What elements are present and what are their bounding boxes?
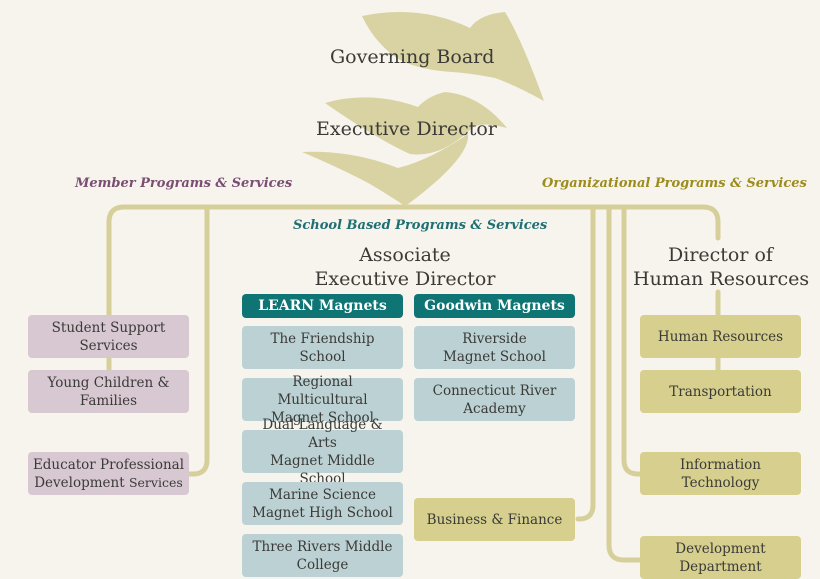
educator-development-box: Educator Professional Development Servic… <box>28 452 189 495</box>
educator-line1: Educator Professional <box>32 456 185 473</box>
it-line2: Technology <box>681 474 760 491</box>
school-regional-line2: Magnet School <box>271 409 374 426</box>
school-dual-line1: Dual Language & Arts <box>262 416 383 451</box>
school-ct-river-line1: Connecticut River <box>432 382 557 399</box>
associate-line1: Associate <box>359 244 451 266</box>
member-programs-label: Member Programs & Services <box>75 176 293 191</box>
student-support-line2: Services <box>79 337 138 354</box>
student-support-line1: Student Support <box>51 319 166 336</box>
school-regional-line1: Regional Multicultural <box>277 373 368 408</box>
director-human-resources: Director of Human Resources <box>633 243 810 291</box>
associate-executive-director: Associate Executive Director <box>300 243 510 291</box>
student-support-box: Student Support Services <box>28 315 189 358</box>
school-three-rivers-line1: Three Rivers Middle <box>252 538 393 555</box>
young-children-line2: Families <box>79 392 138 409</box>
associate-line2: Executive Director <box>314 268 496 290</box>
development-line2: Department <box>679 558 762 575</box>
learn-magnets-header: LEARN Magnets <box>242 294 403 318</box>
school-friendship-line1: The Friendship <box>270 330 375 347</box>
hr-director-line1: Director of <box>668 244 773 266</box>
school-riverside-line1: Riverside <box>462 330 527 347</box>
school-riverside-line2: Magnet School <box>443 348 546 365</box>
young-children-line1: Young Children & <box>47 374 170 391</box>
business-finance-box: Business & Finance <box>414 498 575 541</box>
school-friendship-line2: School <box>299 348 346 365</box>
human-resources-box: Human Resources <box>640 315 801 358</box>
hr-director-line2: Human Resources <box>633 268 810 290</box>
educator-line2: Development <box>34 474 125 491</box>
school-marine-line2: Magnet High School <box>252 504 393 521</box>
school-based-programs-label: School Based Programs & Services <box>293 218 548 233</box>
school-marine-line1: Marine Science <box>269 486 376 503</box>
educator-line2-services: Services <box>128 474 183 490</box>
young-children-box: Young Children & Families <box>28 370 189 413</box>
development-line1: Development <box>675 540 766 557</box>
governing-board: Governing Board <box>330 46 495 68</box>
goodwin-magnets-header: Goodwin Magnets <box>414 294 575 318</box>
executive-director: Executive Director <box>316 118 497 140</box>
school-three-rivers-line2: College <box>296 556 349 573</box>
transportation-box: Transportation <box>640 370 801 413</box>
school-ct-river-line2: Academy <box>463 400 526 417</box>
organizational-programs-label: Organizational Programs & Services <box>542 176 807 191</box>
it-line1: Information <box>679 456 762 473</box>
